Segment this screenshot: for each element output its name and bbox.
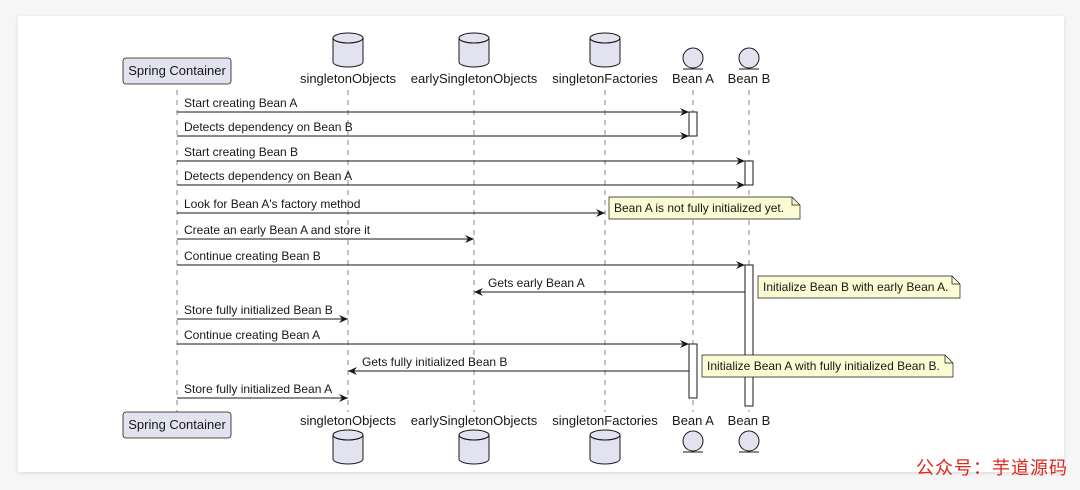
message-label: Detects dependency on Bean A bbox=[184, 169, 352, 183]
note-box bbox=[757, 275, 961, 299]
message-label: Store fully initialized Bean B bbox=[184, 303, 333, 317]
activation-bar bbox=[744, 160, 754, 186]
database-body bbox=[589, 435, 621, 465]
participant-label: Spring Container bbox=[128, 63, 226, 78]
participant-label: Bean B bbox=[728, 71, 771, 86]
message-label: Start creating Bean A bbox=[184, 96, 297, 110]
database-icon bbox=[458, 429, 490, 465]
note-fold bbox=[951, 276, 960, 285]
note-fold bbox=[944, 355, 953, 364]
note-box bbox=[701, 354, 954, 378]
database-body bbox=[458, 38, 490, 68]
entity-icon bbox=[682, 47, 704, 70]
message-label: Create an early Bean A and store it bbox=[184, 223, 371, 237]
database-icon bbox=[332, 32, 364, 68]
activation-bar bbox=[744, 264, 754, 407]
participant-label: singletonObjects bbox=[300, 71, 397, 86]
participant-label: singletonFactories bbox=[552, 413, 658, 428]
activation-bar bbox=[688, 111, 698, 137]
database-body bbox=[458, 435, 490, 465]
database-icon bbox=[589, 32, 621, 68]
entity-circle bbox=[682, 430, 704, 452]
entity-icon bbox=[738, 47, 760, 70]
database-body bbox=[332, 38, 364, 68]
participant-label: earlySingletonObjects bbox=[411, 413, 538, 428]
note-text: Bean A is not fully initialized yet. bbox=[614, 201, 784, 215]
message-label: Detects dependency on Bean B bbox=[184, 120, 353, 134]
message-label: Look for Bean A's factory method bbox=[184, 197, 360, 211]
database-rim bbox=[332, 37, 364, 44]
entity-circle bbox=[738, 47, 760, 69]
activation-bar bbox=[688, 343, 698, 399]
database-icon bbox=[332, 429, 364, 465]
note-box bbox=[608, 196, 801, 220]
participant-label: Bean A bbox=[672, 413, 714, 428]
entity-circle bbox=[738, 430, 760, 452]
database-rim bbox=[589, 37, 621, 44]
participant-box bbox=[122, 57, 232, 85]
participant-label: Bean B bbox=[728, 413, 771, 428]
participant-label: Spring Container bbox=[128, 417, 226, 432]
participant-label: singletonObjects bbox=[300, 413, 397, 428]
database-rim bbox=[458, 37, 490, 44]
note-text: Initialize Bean A with fully initialized… bbox=[707, 359, 940, 373]
database-icon bbox=[458, 32, 490, 68]
database-body bbox=[332, 435, 364, 465]
entity-circle bbox=[682, 47, 704, 69]
database-icon bbox=[589, 429, 621, 465]
entity-icon bbox=[738, 430, 760, 453]
participant-box bbox=[122, 411, 232, 439]
entity-icon bbox=[682, 430, 704, 453]
watermark: 公众号：芋道源码 bbox=[916, 458, 1068, 479]
note-text: Initialize Bean B with early Bean A. bbox=[763, 280, 948, 294]
database-rim bbox=[332, 434, 364, 441]
note-fold bbox=[791, 197, 800, 206]
participant-label: earlySingletonObjects bbox=[411, 71, 538, 86]
message-label: Gets early Bean A bbox=[488, 276, 585, 290]
message-label: Store fully initialized Bean A bbox=[184, 382, 332, 396]
database-rim bbox=[458, 434, 490, 441]
message-label: Continue creating Bean A bbox=[184, 328, 320, 342]
message-label: Continue creating Bean B bbox=[184, 249, 321, 263]
participant-label: Bean A bbox=[672, 71, 714, 86]
database-body bbox=[589, 38, 621, 68]
participant-label: singletonFactories bbox=[552, 71, 658, 86]
message-label: Start creating Bean B bbox=[184, 145, 298, 159]
message-label: Gets fully initialized Bean B bbox=[362, 355, 507, 369]
database-rim bbox=[589, 434, 621, 441]
